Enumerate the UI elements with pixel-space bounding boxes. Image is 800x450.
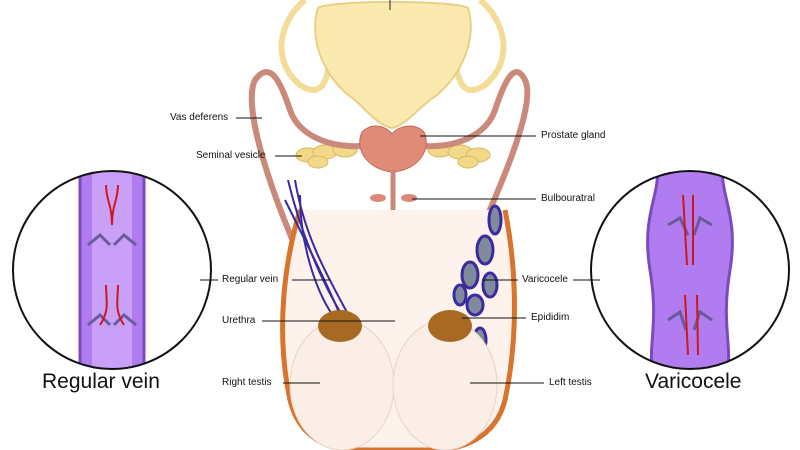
label-prostate-gland: Prostate gland	[541, 130, 606, 141]
label-seminal-vesicle: Seminal vesicle	[196, 150, 266, 161]
inset-title-varicocele: Varicocele	[645, 370, 742, 393]
label-regular-vein: Regular vein	[222, 274, 279, 285]
regular-vein-inset	[78, 171, 146, 369]
epididymis-right	[318, 310, 362, 342]
label-left-testis: Left testis	[549, 377, 592, 388]
label-varicocele: Varicocele	[522, 274, 568, 285]
varicocele-inset	[646, 171, 734, 369]
label-bulbouratral: Bulbouratral	[541, 193, 595, 204]
varicocele-inset-frame	[590, 170, 790, 370]
label-vas-deferens: Vas deferens	[170, 112, 229, 123]
label-urethra: Urethra	[222, 315, 256, 326]
label-epididim: Epididim	[531, 312, 570, 323]
bladder	[314, 1, 472, 130]
regular-vein-plexus	[284, 179, 351, 321]
vas-deferens-left	[248, 69, 371, 302]
regular-vein-inset-frame	[12, 170, 212, 370]
epididymis-left	[428, 310, 472, 342]
inset-title-regular-vein: Regular vein	[42, 370, 160, 393]
label-right-testis: Right testis	[222, 377, 272, 388]
prostate	[359, 125, 427, 173]
leader-lines	[200, 117, 600, 384]
